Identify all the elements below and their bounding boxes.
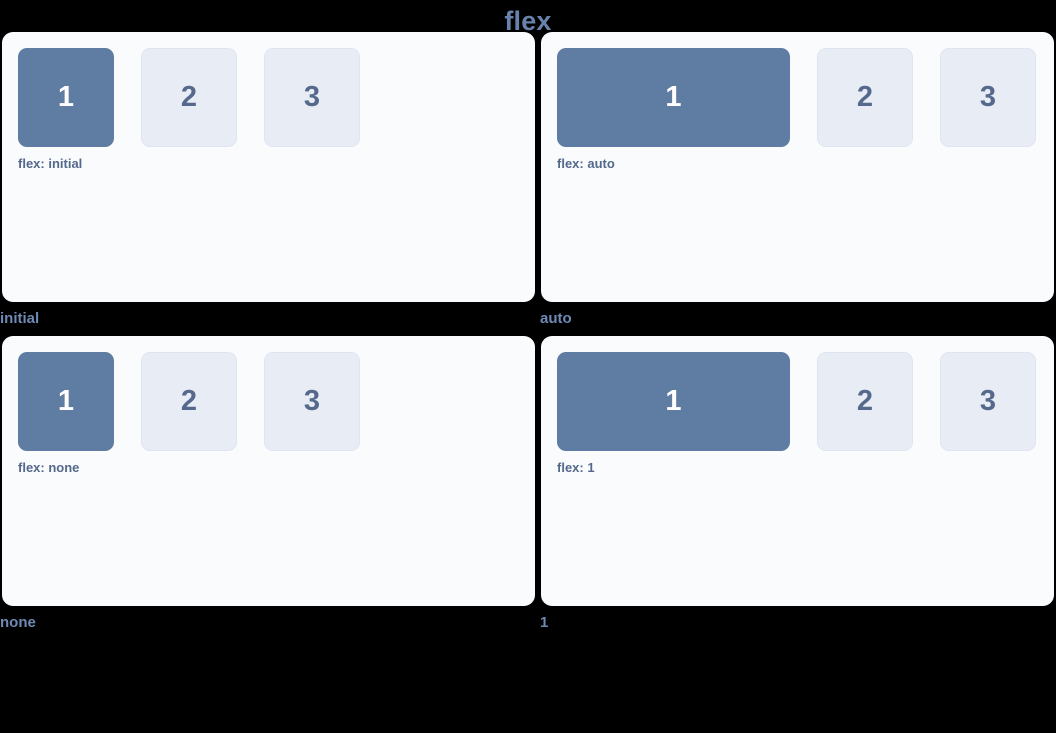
flex-item-label: 2 — [856, 385, 874, 417]
flex-item-label: 3 — [303, 81, 321, 113]
demo-caption-initial: initial — [0, 310, 40, 327]
flex-item-label: 2 — [856, 81, 874, 113]
flex-item-2[interactable]: 2 — [817, 48, 913, 147]
flex-item-label: 3 — [979, 385, 997, 417]
flex-item-1[interactable]: 1 — [18, 352, 114, 451]
flex-row-initial: 1 2 3 — [18, 48, 517, 147]
flex-item-label: 1 — [665, 385, 682, 417]
flex-item-2[interactable]: 2 — [141, 352, 237, 451]
flex-item-2[interactable]: 2 — [817, 352, 913, 451]
demo-cell-one: 1 2 3 flex: 1 1 — [539, 336, 1056, 640]
demo-cell-initial: 1 2 3 flex: initial initial — [0, 32, 537, 336]
demo-caption-one: 1 — [540, 614, 549, 631]
flex-property-note: flex: 1 — [557, 460, 595, 475]
flex-item-1[interactable]: 1 — [557, 48, 790, 147]
flex-item-1[interactable]: 1 — [18, 48, 114, 147]
demo-cell-auto: 1 2 3 flex: auto auto — [539, 32, 1056, 336]
flex-item-3[interactable]: 3 — [264, 352, 360, 451]
flex-property-note: flex: auto — [557, 156, 615, 171]
flex-item-3[interactable]: 3 — [264, 48, 360, 147]
flex-item-label: 2 — [180, 385, 198, 417]
flex-item-label: 1 — [665, 81, 682, 113]
flex-item-label: 2 — [180, 81, 198, 113]
flex-property-note: flex: none — [18, 460, 80, 475]
demo-caption-auto: auto — [540, 310, 572, 327]
demo-cell-none: 1 2 3 flex: none none — [0, 336, 537, 640]
flex-property-note: flex: initial — [18, 156, 83, 171]
flex-container-initial: 1 2 3 flex: initial — [2, 32, 535, 302]
flex-item-label: 1 — [57, 385, 75, 417]
flex-demo-grid: 1 2 3 flex: initial initial 1 2 — [0, 32, 1056, 640]
flex-container-one: 1 2 3 flex: 1 — [541, 336, 1054, 606]
flex-item-label: 3 — [979, 81, 997, 113]
demo-caption-none: none — [0, 614, 36, 631]
flex-container-auto: 1 2 3 flex: auto — [541, 32, 1054, 302]
flex-item-label: 3 — [303, 385, 321, 417]
page-title: flex — [504, 6, 552, 36]
flex-item-label: 1 — [57, 81, 75, 113]
flex-container-none: 1 2 3 flex: none — [2, 336, 535, 606]
flex-item-2[interactable]: 2 — [141, 48, 237, 147]
flex-item-1[interactable]: 1 — [557, 352, 790, 451]
flex-item-3[interactable]: 3 — [940, 48, 1036, 147]
flex-row-auto: 1 2 3 — [557, 48, 1036, 147]
flex-row-none: 1 2 3 — [18, 352, 517, 451]
flex-item-3[interactable]: 3 — [940, 352, 1036, 451]
flex-row-one: 1 2 3 — [557, 352, 1036, 451]
